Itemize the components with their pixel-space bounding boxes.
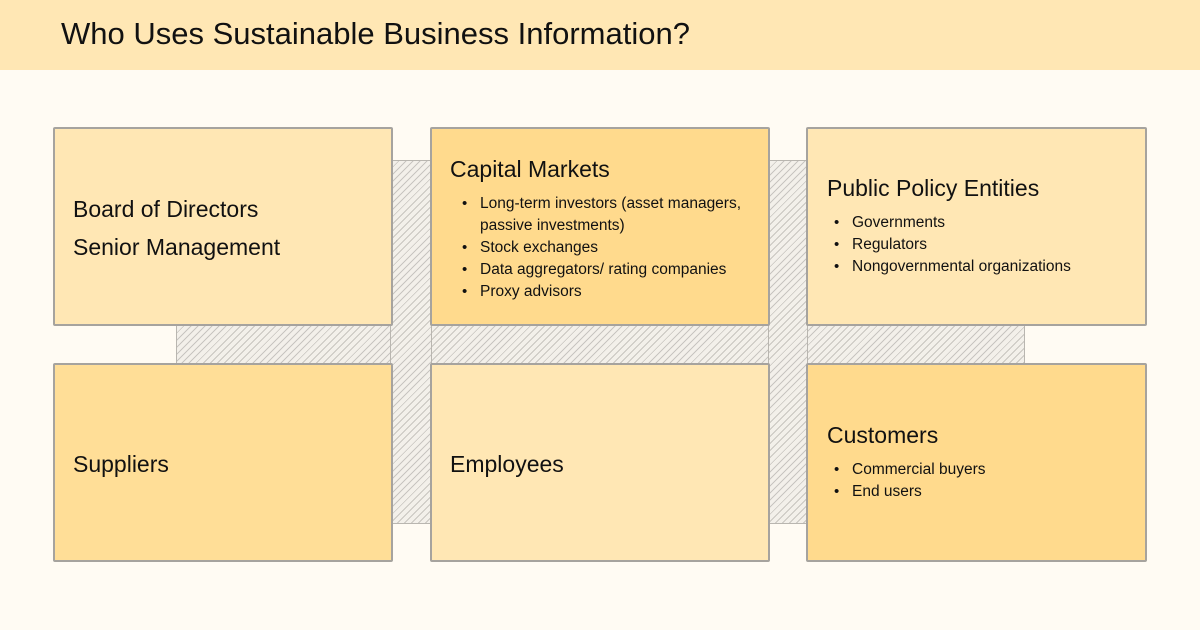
list-item: Stock exchanges xyxy=(458,237,758,259)
capital-markets-title: Capital Markets xyxy=(450,156,610,182)
customers-list: Commercial buyers End users xyxy=(830,459,1130,503)
board-management-box: Board of Directors Senior Management xyxy=(53,127,393,326)
list-item: End users xyxy=(830,481,1130,503)
senior-management-label: Senior Management xyxy=(73,234,281,260)
list-item: Nongovernmental organizations xyxy=(830,256,1140,278)
list-item: Data aggregators/ rating companies xyxy=(458,259,758,281)
employees-title: Employees xyxy=(450,451,564,477)
employees-box: Employees xyxy=(430,363,770,562)
page-title: Who Uses Sustainable Business Informatio… xyxy=(61,16,690,51)
public-policy-title: Public Policy Entities xyxy=(827,175,1040,201)
vertical-connector-right xyxy=(768,160,808,524)
horizontal-connector xyxy=(176,324,1025,364)
list-item: Commercial buyers xyxy=(830,459,1130,481)
capital-markets-box: Capital Markets Long-term investors (ass… xyxy=(430,127,770,326)
vertical-connector-left xyxy=(390,160,432,524)
suppliers-box: Suppliers xyxy=(53,363,393,562)
public-policy-list: Governments Regulators Nongovernmental o… xyxy=(830,212,1140,278)
customers-box: Customers Commercial buyers End users xyxy=(806,363,1147,562)
board-of-directors-label: Board of Directors xyxy=(73,196,259,222)
header-banner: Who Uses Sustainable Business Informatio… xyxy=(0,0,1200,70)
list-item: Proxy advisors xyxy=(458,281,758,303)
list-item: Governments xyxy=(830,212,1140,234)
public-policy-box: Public Policy Entities Governments Regul… xyxy=(806,127,1147,326)
capital-markets-list: Long-term investors (asset managers, pas… xyxy=(458,193,758,303)
suppliers-title: Suppliers xyxy=(73,451,169,477)
customers-title: Customers xyxy=(827,422,939,448)
list-item: Regulators xyxy=(830,234,1140,256)
list-item: Long-term investors (asset managers, pas… xyxy=(458,193,758,237)
